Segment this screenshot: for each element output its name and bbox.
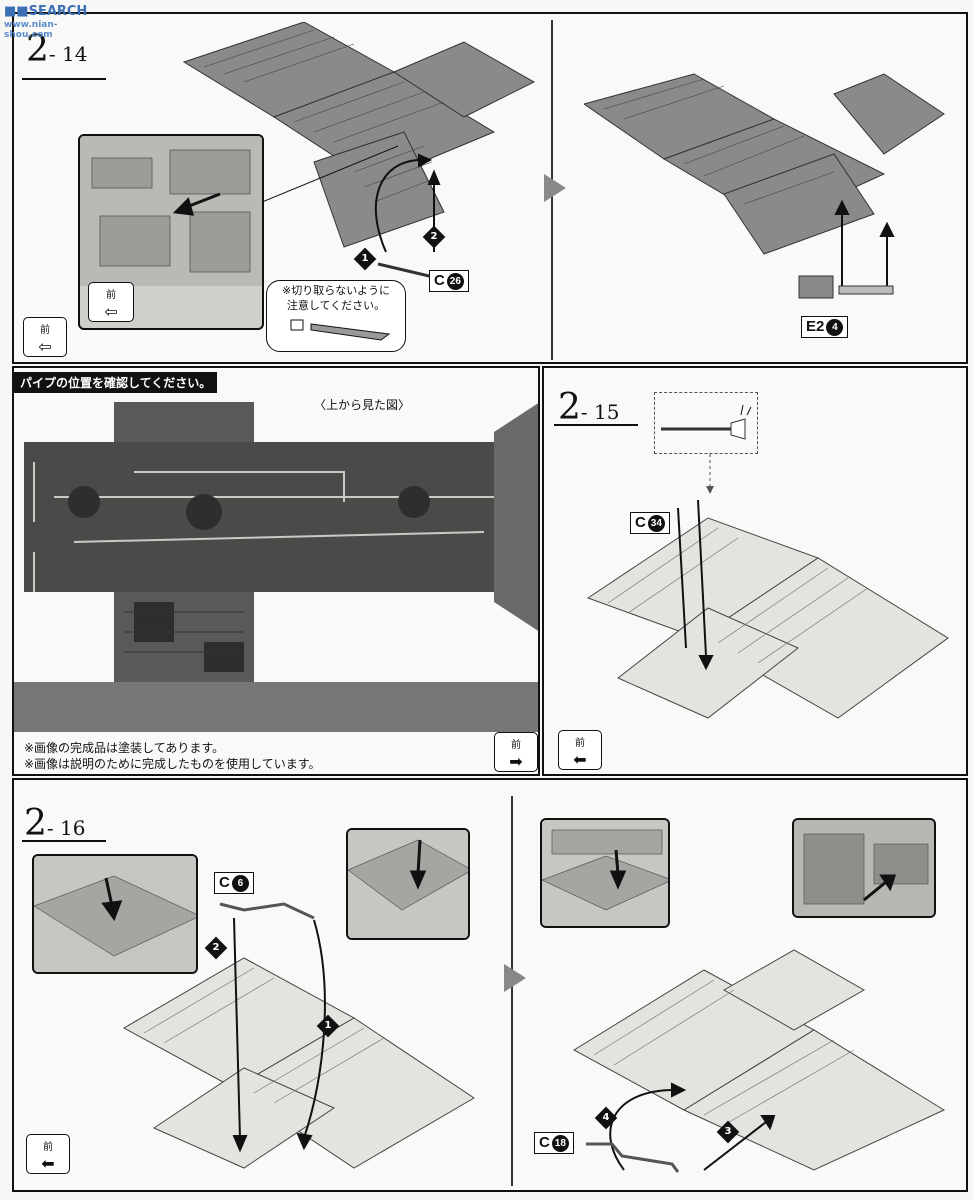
e2-part-illustration — [798, 275, 894, 299]
detail-inset-right-illustration — [348, 830, 468, 938]
detail-inset-right-b-illustration — [794, 820, 934, 916]
watermark: ■■SEARCH www.nian-shou.com — [4, 4, 88, 40]
step-2-16-panel: 2- 16 — [12, 778, 968, 1192]
step-2-16-right-assembly-illustration — [573, 949, 946, 1171]
step-number-underline — [554, 424, 638, 426]
pipe-check-banner: パイプの位置を確認してください。 — [14, 372, 218, 393]
step-2-14-assembly-illustration — [182, 22, 536, 253]
inset-leader-line — [262, 145, 399, 203]
caution-callout: ※切り取らないように 注意してください。 — [266, 280, 406, 352]
step-number: 2- 14 — [26, 29, 88, 70]
gate-sprue-illustration — [290, 319, 391, 341]
step-badge-4: 4 — [594, 1106, 618, 1130]
top-view-photo — [14, 402, 538, 732]
detail-inset-right-a — [540, 818, 670, 928]
watermark-logo: ■■ — [4, 4, 29, 19]
detail-inset-right-b — [792, 818, 936, 918]
detail-inset-right — [346, 828, 470, 940]
pipe-detail-illustration — [661, 404, 752, 440]
pipe-check-panel: パイプの位置を確認してください。 〈上から見た図〉 — [12, 366, 540, 776]
watermark-url: www.nian-shou.com — [4, 20, 58, 40]
dashed-leader — [706, 454, 714, 494]
step-badge-1: 1 — [316, 1014, 340, 1038]
part-detail-box — [654, 392, 758, 454]
step-badge-2: 2 — [204, 936, 228, 960]
step-badge-1: 1 — [353, 247, 377, 271]
step-2-15-assembly-illustration — [586, 499, 949, 719]
inset-front-indicator: 前⇦ — [88, 282, 134, 322]
step-2-16-left-assembly-illustration — [122, 902, 475, 1169]
front-indicator[interactable]: 前⇦ — [23, 317, 67, 357]
step-2-14-result-illustration — [584, 73, 945, 286]
detail-inset: 前⇦ — [78, 134, 264, 330]
step-number-underline — [22, 78, 106, 80]
detail-inset-illustration — [80, 136, 262, 286]
front-indicator[interactable]: 前➡ — [494, 732, 538, 772]
step-number: 2- 15 — [558, 387, 620, 428]
painted-note: ※画像の完成品は塗装してあります。 — [24, 741, 225, 755]
top-view-label: 〈上から見た図〉 — [314, 398, 411, 412]
c18-pipe-illustration — [586, 1142, 680, 1173]
detail-inset-right-a-illustration — [542, 820, 668, 926]
next-arrow — [504, 964, 526, 992]
step-badge-2: 2 — [422, 225, 446, 249]
completed-note: ※画像は説明のために完成したものを使用しています。 — [24, 757, 321, 771]
step-2-14-panel: 2- 14 1 2 — [12, 12, 968, 364]
step-number: 2- 16 — [24, 803, 86, 844]
detail-inset-left-illustration — [34, 856, 196, 972]
next-arrow — [544, 174, 566, 202]
step-number-underline — [22, 840, 106, 842]
step-badge-3: 3 — [716, 1120, 740, 1144]
watermark-text: SEARCH — [28, 4, 88, 19]
front-indicator[interactable]: 前⬅ — [26, 1134, 70, 1174]
detail-inset-left — [32, 854, 198, 974]
front-indicator[interactable]: 前⬅ — [558, 730, 602, 770]
